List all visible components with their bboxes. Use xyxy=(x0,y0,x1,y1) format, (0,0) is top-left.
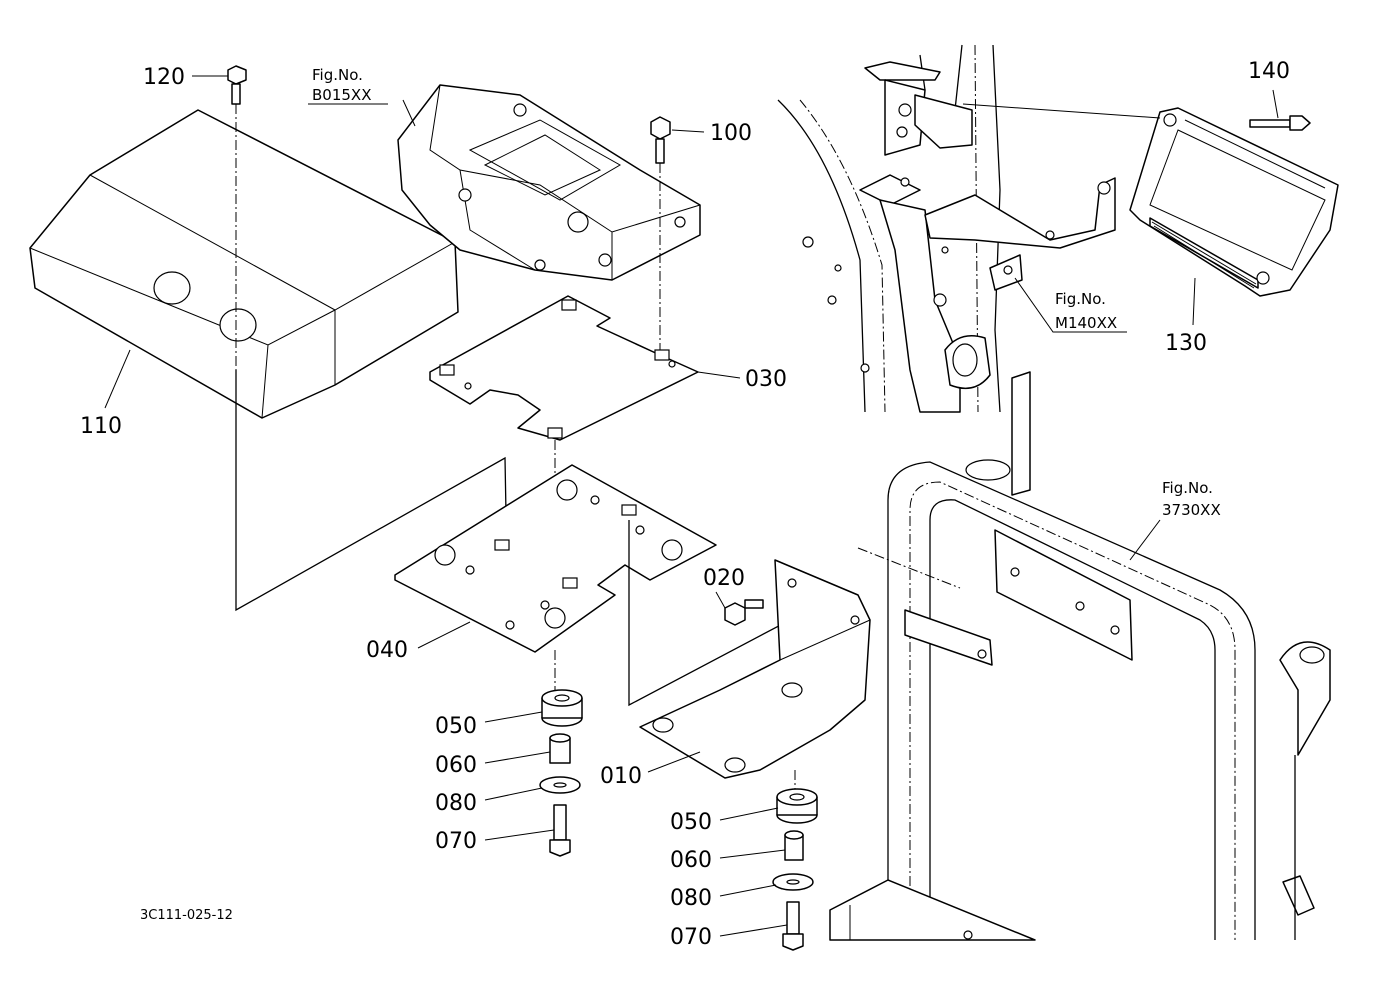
ref-m140-code: M140XX xyxy=(1055,314,1117,332)
ref-b015-code: B015XX xyxy=(312,86,371,104)
label-060-right: 060 xyxy=(670,848,712,873)
label-100: 100 xyxy=(710,121,752,146)
base-plate-part-040 xyxy=(394,464,717,653)
label-030: 030 xyxy=(745,367,787,392)
figure-references: Fig.No. B015XX Fig.No. M140XX Fig.No. 37… xyxy=(312,66,1221,519)
upper-frame-section xyxy=(777,44,1116,413)
label-070-left: 070 xyxy=(435,829,477,854)
ref-b015-title: Fig.No. xyxy=(312,66,363,84)
cover-part-110 xyxy=(29,109,459,419)
ref-m140-title: Fig.No. xyxy=(1055,290,1106,308)
label-080-right: 080 xyxy=(670,886,712,911)
ref-3730-title: Fig.No. xyxy=(1162,479,1213,497)
label-040: 040 xyxy=(366,638,408,663)
label-070-right: 070 xyxy=(670,925,712,950)
bolt-part-100 xyxy=(650,116,671,164)
bracket-part-010 xyxy=(639,559,871,779)
label-060-left: 060 xyxy=(435,753,477,778)
bolt-part-020 xyxy=(724,599,764,626)
label-080-left: 080 xyxy=(435,791,477,816)
figure-code: 3C111-025-12 xyxy=(140,908,233,923)
monitor-part-130 xyxy=(1129,107,1339,297)
leader-lines xyxy=(104,75,1279,937)
screw-part-120 xyxy=(227,65,247,105)
label-120: 120 xyxy=(143,65,185,90)
screw-part-140 xyxy=(1249,115,1311,131)
label-050-right: 050 xyxy=(670,810,712,835)
controller-unit xyxy=(397,84,701,281)
label-110: 110 xyxy=(80,414,122,439)
label-130: 130 xyxy=(1165,331,1207,356)
sub-plate-part-030 xyxy=(429,295,699,441)
part-labels: 120 100 110 030 040 050 060 080 070 010 … xyxy=(80,59,1290,950)
ref-3730-code: 3730XX xyxy=(1162,501,1221,519)
label-140: 140 xyxy=(1248,59,1290,84)
frame-structure xyxy=(829,371,1331,941)
label-010: 010 xyxy=(600,764,642,789)
label-020: 020 xyxy=(703,566,745,591)
mount-stack-right xyxy=(772,788,818,951)
mount-stack-left xyxy=(539,689,583,857)
label-050-left: 050 xyxy=(435,714,477,739)
